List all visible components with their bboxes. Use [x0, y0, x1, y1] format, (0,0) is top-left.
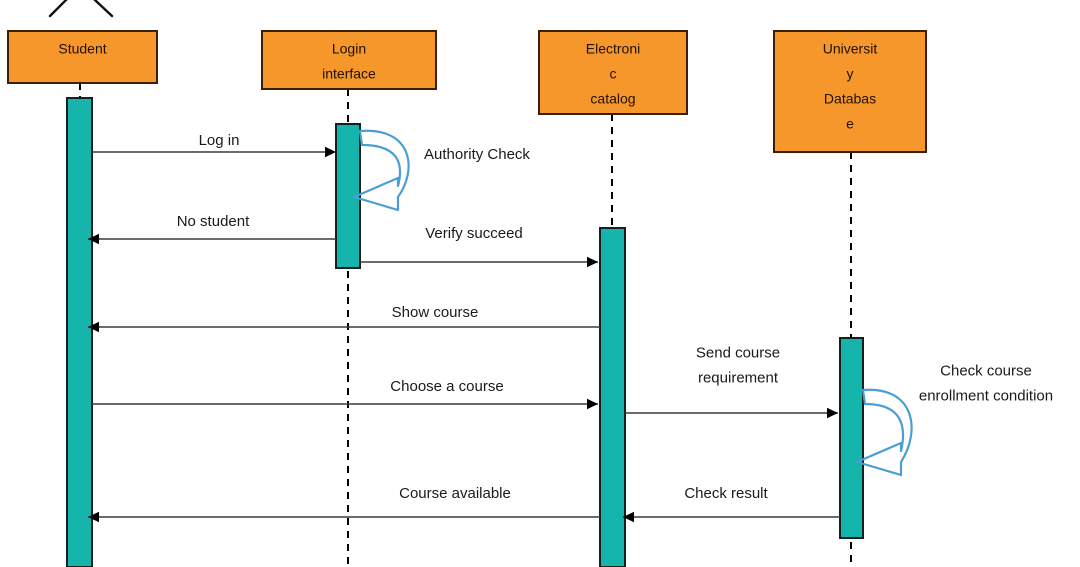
msg-choose-a-course-arrowhead [587, 398, 598, 410]
participant-label-university-database: Databas [824, 91, 876, 107]
msg-course-available-label: Course available [399, 485, 511, 502]
participant-label-electronic-catalog: Electroni [586, 41, 640, 57]
msg-no-student[interactable]: No student [88, 213, 336, 245]
self-check-course-enrollment-label: enrollment condition [919, 387, 1053, 404]
msg-choose-a-course[interactable]: Choose a course [92, 378, 598, 410]
participant-label-login-interface: interface [322, 66, 376, 82]
msg-no-student-arrowhead [88, 233, 99, 245]
msg-check-result-label: Check result [684, 485, 768, 502]
participant-box-login-interface [261, 30, 437, 90]
self-check-course-enrollment-loop-arrow-icon [855, 388, 913, 477]
msg-log-in-label: Log in [199, 132, 240, 149]
msg-course-available-arrowhead [88, 511, 99, 523]
self-check-course-enrollment[interactable]: Check course enrollment condition [855, 362, 1053, 477]
msg-log-in[interactable]: Log in [92, 132, 336, 158]
msg-show-course[interactable]: Show course [88, 304, 600, 333]
msg-check-result[interactable]: Check result [623, 485, 840, 523]
msg-send-course-requirement-label: Send course [696, 344, 780, 361]
participant-electronic-catalog[interactable]: Electroni c catalog [538, 30, 688, 115]
msg-show-course-arrowhead [88, 321, 99, 333]
participant-student[interactable]: Student [7, 30, 158, 84]
participant-label-university-database: y [847, 66, 854, 82]
msg-verify-succeed-arrowhead [587, 256, 598, 268]
self-authority-check-label: Authority Check [424, 146, 530, 163]
participant-label-electronic-catalog: c [610, 66, 617, 82]
self-authority-check[interactable]: Authority Check [352, 129, 530, 212]
participant-box-university-database [773, 30, 927, 153]
activation-university-database[interactable] [839, 337, 864, 539]
msg-verify-succeed-label: Verify succeed [425, 225, 523, 242]
participant-box-student [7, 30, 158, 84]
participant-label-electronic-catalog: catalog [590, 91, 635, 107]
participant-label-login-interface: Login [332, 41, 366, 57]
msg-send-course-requirement-arrowhead [827, 407, 838, 419]
self-authority-check-loop-arrow-icon [352, 129, 410, 212]
msg-send-course-requirement[interactable]: Send course requirement [625, 344, 838, 419]
activation-bars-group [66, 97, 864, 567]
participant-boxes-group: Student Login interface Electroni c catalog Un… [7, 30, 927, 153]
msg-choose-a-course-label: Choose a course [390, 378, 503, 395]
activation-student[interactable] [66, 97, 93, 567]
msg-log-in-arrowhead [325, 146, 336, 158]
msg-course-available[interactable]: Course available [88, 485, 600, 523]
participant-label-university-database: e [846, 116, 854, 132]
msg-send-course-requirement-label: requirement [698, 369, 779, 386]
participant-login-interface[interactable]: Login interface [261, 30, 437, 90]
participant-label-university-database: Universit [823, 41, 878, 57]
actor-figure-icon [48, 0, 114, 18]
msg-verify-succeed[interactable]: Verify succeed [360, 225, 598, 268]
msg-show-course-label: Show course [392, 304, 479, 321]
msg-no-student-label: No student [177, 213, 250, 230]
msg-check-result-arrowhead [623, 511, 634, 523]
self-check-course-enrollment-label: Check course [940, 362, 1032, 379]
participant-box-electronic-catalog [538, 30, 688, 115]
activation-electronic-catalog[interactable] [599, 227, 626, 567]
participant-label-student: Student [58, 41, 106, 57]
